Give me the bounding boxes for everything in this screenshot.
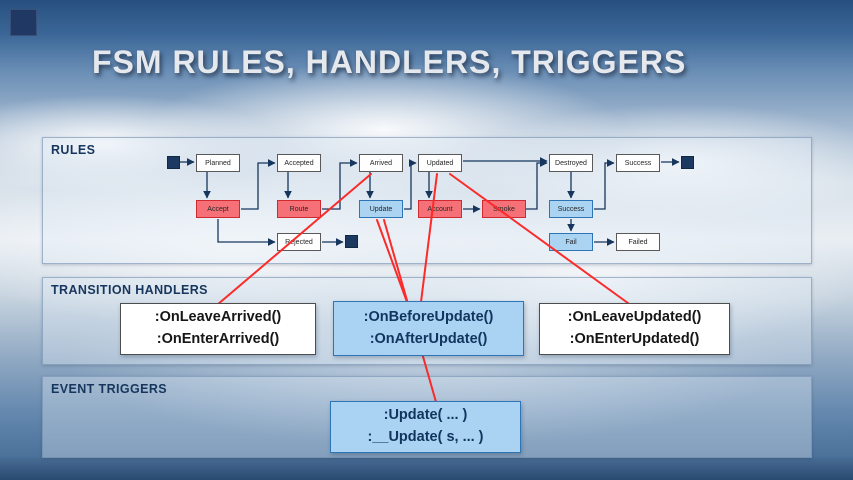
- fsm-state-rejected: Rejected: [277, 233, 321, 251]
- rules-panel-label: RULES: [51, 143, 96, 157]
- fsm-action-account: Account: [418, 200, 462, 218]
- handler-arrived-line1: :OnLeaveArrived(): [154, 309, 282, 326]
- handler-update-line2: :OnAfterUpdate(): [369, 330, 488, 347]
- handler-updated-line2: :OnEnterUpdated(): [569, 331, 700, 347]
- fsm-state-planned: Planned: [196, 154, 240, 172]
- handler-update-line1: :OnBeforeUpdate(): [363, 308, 494, 325]
- event-triggers-panel-label: EVENT TRIGGERS: [51, 382, 168, 396]
- fsm-action-route: Route: [277, 200, 321, 218]
- trigger-update-line1: :Update( ... ): [383, 407, 468, 424]
- slide-title: FSM RULES, HANDLERS, TRIGGERS: [92, 44, 687, 80]
- fsm-state-arrived: Arrived: [359, 154, 403, 172]
- fsm-action-smoke: Smoke: [482, 200, 526, 218]
- fsm-action-success: Success: [549, 200, 593, 218]
- handler-arrived-line2: :OnEnterArrived(): [156, 331, 280, 347]
- fsm-start-marker: [167, 156, 180, 169]
- corner-accent-square: [10, 9, 37, 36]
- trigger-update-line2: :__Update( s, ... ): [367, 429, 484, 445]
- fsm-state-success: Success: [616, 154, 660, 172]
- fsm-action-fail: Fail: [549, 233, 593, 251]
- fsm-state-failed: Failed: [616, 233, 660, 251]
- fsm-end-marker-rejected: [345, 235, 358, 248]
- fsm-action-update: Update: [359, 200, 403, 218]
- fsm-state-accepted: Accepted: [277, 154, 321, 172]
- fsm-state-destroyed: Destroyed: [549, 154, 593, 172]
- handler-box-arrived: :OnLeaveArrived() :OnEnterArrived(): [120, 303, 316, 355]
- fsm-state-updated: Updated: [418, 154, 462, 172]
- fsm-end-marker-success: [681, 156, 694, 169]
- trigger-box-update: :Update( ... ) :__Update( s, ... ): [330, 401, 521, 453]
- footer-band: [0, 457, 853, 480]
- handler-box-updated: :OnLeaveUpdated() :OnEnterUpdated(): [539, 303, 730, 355]
- handler-box-update: :OnBeforeUpdate() :OnAfterUpdate(): [333, 301, 524, 356]
- transition-handlers-panel-label: TRANSITION HANDLERS: [51, 283, 208, 297]
- fsm-action-accept: Accept: [196, 200, 240, 218]
- handler-updated-line1: :OnLeaveUpdated(): [567, 309, 702, 326]
